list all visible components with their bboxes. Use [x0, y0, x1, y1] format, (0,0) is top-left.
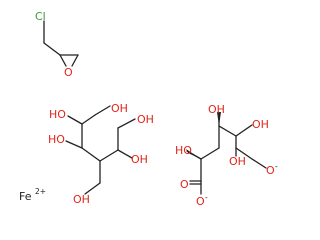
structure-canvas: Cl O OH HO HO OH OH OH	[19, 10, 278, 208]
bond-c2-oh	[67, 115, 83, 125]
bond-c6-oh	[117, 149, 133, 159]
bond-c3-c4	[81, 147, 101, 162]
glucitol-oh-right: OH	[137, 113, 154, 126]
bond-ring-right	[71, 54, 79, 67]
bond-ch2-ring	[43, 42, 61, 56]
alkoxide-charge: -	[275, 162, 278, 171]
wedge-c2	[186, 149, 201, 159]
bond-c4-c6	[99, 149, 119, 162]
gluconate-molecule: HO OH OH OH O O - O -	[175, 103, 278, 208]
gluconate-oh-bottom: OH	[229, 155, 246, 168]
bond-c5-oh	[84, 182, 101, 195]
epichlorohydrin-molecule: Cl O	[35, 10, 79, 79]
bond-c1-c2	[81, 114, 96, 125]
gluconate-ho-top: OH	[208, 103, 225, 116]
chlorine-label: Cl	[35, 10, 46, 23]
bond-c6-c7	[235, 147, 253, 160]
carboxylate-charge: -	[205, 193, 208, 202]
gluconate-ho-left: HO	[175, 144, 192, 157]
glucitol-oh-bottom: OH	[73, 193, 90, 206]
glucitol-oh-mid: OH	[131, 153, 148, 166]
epoxide-oxygen-label: O	[64, 66, 73, 79]
bond-c3-oh	[65, 140, 83, 149]
alkoxide-oxygen-label: O	[266, 164, 275, 177]
wedge-c4	[217, 112, 221, 126]
bond-c7-o	[117, 118, 136, 129]
bond-c5-oh	[235, 124, 253, 137]
bond-c2-c3	[200, 147, 220, 160]
carbonyl-oxygen-label: O	[180, 178, 189, 191]
iron-charge: 2+	[35, 187, 46, 196]
glucitol-molecule: OH HO HO OH OH OH	[48, 102, 154, 206]
glucitol-ho-lower: HO	[48, 133, 65, 146]
bond-ring-left	[59, 54, 67, 67]
glucitol-oh-top: OH	[111, 102, 128, 115]
bond-c1-o1	[94, 105, 111, 116]
gluconate-oh-right: OH	[252, 118, 269, 131]
glucitol-ho-upper: HO	[49, 108, 66, 121]
carboxylate-oxygen-label: O	[196, 195, 205, 208]
structure-diagram: Cl O OH HO HO OH OH OH	[19, 10, 278, 208]
iron-ion: Fe 2+	[19, 187, 46, 203]
iron-symbol: Fe	[19, 190, 32, 203]
bond-c7-ominus	[251, 158, 267, 169]
bond-c4-c5	[218, 125, 237, 137]
